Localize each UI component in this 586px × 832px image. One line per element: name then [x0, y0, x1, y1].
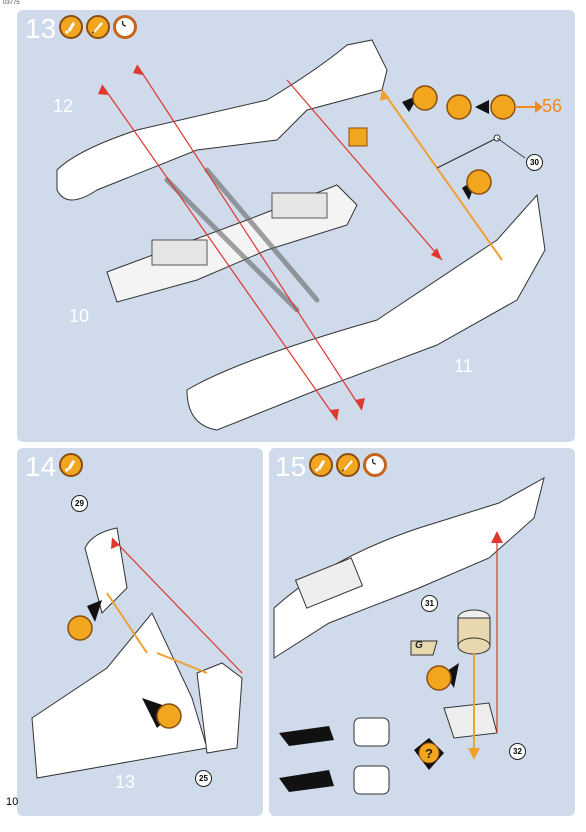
catalog-code: 03775 [3, 0, 20, 6]
callout-29: 29 [71, 495, 88, 512]
part-label-12: 12 [53, 96, 74, 116]
step-number: 14 [25, 451, 57, 482]
callout-25: 25 [195, 770, 212, 787]
step-13-illustration [56, 39, 546, 431]
page-number: 10 [6, 796, 19, 808]
page-reference: 56 [542, 96, 563, 116]
aircraft-silhouette [279, 770, 334, 792]
callout-30: 30 [526, 154, 543, 171]
glue-icon [59, 15, 83, 39]
step-13-panel: 13 [17, 10, 575, 442]
svg-text:?: ? [425, 746, 433, 761]
paint-brush-icon [336, 453, 360, 477]
seat-left [151, 239, 208, 266]
seat-right [271, 192, 328, 219]
glue-icon [309, 453, 333, 477]
tail-fin [31, 612, 208, 779]
cockpit-area [294, 557, 364, 609]
step-icons [309, 453, 387, 477]
clock-icon [363, 453, 387, 477]
fuselage-upper-half [56, 39, 388, 201]
part-label-11: 11 [454, 356, 473, 376]
callout-32: 32 [509, 743, 526, 760]
step-icons [59, 453, 83, 477]
step-number: 13 [25, 13, 57, 44]
glue-icon [59, 453, 83, 477]
tail-piece [196, 662, 243, 754]
part-label-13: 13 [115, 772, 136, 792]
fuselage-assembled [273, 477, 545, 659]
step-number: 15 [275, 451, 307, 482]
fuselage-lower-half [186, 193, 546, 431]
clock-icon [113, 15, 137, 39]
callout-31: 31 [421, 595, 438, 612]
step-15-panel: 15 ? 31 32 G [269, 448, 575, 816]
step-14-illustration [31, 527, 243, 779]
step-14-panel: 14 29 25 13 [17, 448, 263, 816]
aircraft-silhouette [279, 726, 334, 746]
step-15-illustration: ? [273, 477, 545, 795]
paint-brush-icon [86, 15, 110, 39]
step-icons [59, 15, 137, 39]
decal-label: G [415, 640, 423, 651]
rudder-part [84, 527, 128, 614]
part-label-10: 10 [69, 306, 90, 326]
